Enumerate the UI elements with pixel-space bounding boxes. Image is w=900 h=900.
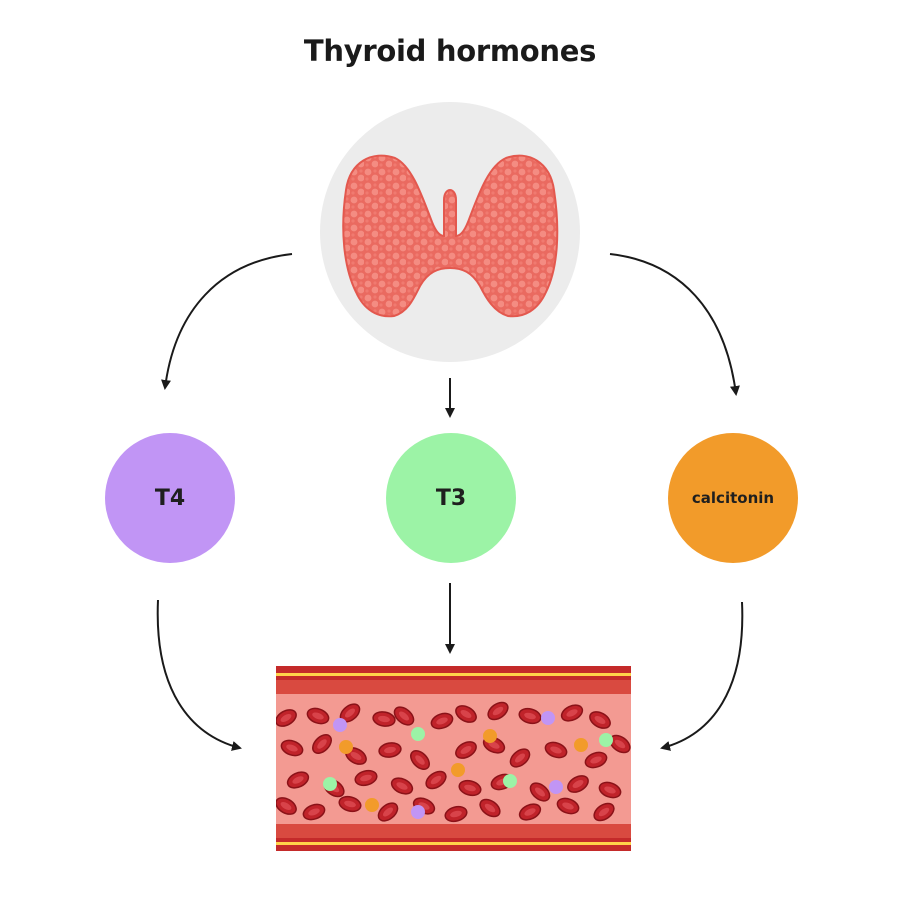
hormone-t4: T4 — [105, 433, 235, 563]
thyroid-gland-icon — [342, 154, 559, 318]
arrow-gland-to-t4 — [161, 253, 293, 390]
red-blood-cell-center — [292, 776, 304, 784]
hormone-calcitonin-label: calcitonin — [691, 489, 775, 507]
hormone-molecule-calcitonin — [483, 729, 497, 743]
red-blood-cell-center — [464, 784, 476, 792]
red-blood-cell-center — [572, 780, 584, 788]
blood-cells — [276, 701, 631, 823]
hormone-molecule-t4 — [333, 718, 347, 732]
red-blood-cell-center — [524, 712, 536, 720]
red-blood-cell-center — [317, 739, 327, 749]
hormone-molecule-calcitonin — [451, 763, 465, 777]
hormone-molecule-t3 — [411, 727, 425, 741]
red-blood-cell-center — [484, 803, 496, 813]
red-blood-cell-center — [384, 746, 396, 754]
red-blood-cell-center — [280, 802, 292, 810]
red-blood-cell-center — [614, 739, 626, 749]
red-blood-cell-center — [383, 807, 393, 817]
red-blood-cell-center — [566, 709, 578, 717]
red-blood-cell-center — [436, 717, 448, 725]
hormone-molecule-t3 — [599, 733, 613, 747]
red-blood-cell-center — [535, 787, 545, 797]
red-blood-cell-center — [280, 714, 292, 722]
thyroid-gland — [320, 102, 580, 362]
red-blood-cell-center — [524, 808, 536, 816]
hormone-t3-label: T3 — [435, 485, 467, 511]
hormone-molecule-t4 — [411, 805, 425, 819]
hormone-molecule-t3 — [503, 774, 517, 788]
red-blood-cell-center — [562, 802, 574, 810]
red-blood-cell-center — [590, 756, 602, 764]
red-blood-cell-center — [308, 808, 320, 816]
red-blood-cell-center — [594, 716, 606, 724]
red-blood-cell-center — [460, 710, 472, 718]
hormone-t4-label: T4 — [154, 485, 186, 511]
red-blood-cell-center — [550, 746, 562, 754]
hormone-molecule-calcitonin — [339, 740, 353, 754]
hormone-t3: T3 — [386, 433, 516, 563]
hormone-molecule-t3 — [323, 777, 337, 791]
red-blood-cell-center — [344, 800, 356, 808]
red-blood-cell-center — [492, 706, 504, 716]
arrow-t4-to-vessel — [156, 599, 242, 751]
red-blood-cell-center — [488, 741, 500, 749]
hormone-calcitonin: calcitonin — [668, 433, 798, 563]
hormone-molecule-calcitonin — [574, 738, 588, 752]
red-blood-cell-center — [598, 807, 610, 817]
red-blood-cell-center — [350, 752, 362, 760]
red-blood-cell-center — [450, 810, 462, 818]
red-blood-cell-center — [312, 712, 324, 720]
red-blood-cell-center — [604, 786, 616, 794]
red-blood-cell-center — [396, 782, 408, 790]
blood-vessel-icon — [276, 666, 631, 851]
red-blood-cell-center — [345, 708, 355, 718]
diagram-title: Thyroid hormones — [303, 34, 597, 68]
red-blood-cell-center — [378, 715, 390, 723]
red-blood-cell-center — [415, 755, 425, 765]
red-blood-cell-center — [515, 753, 525, 763]
red-blood-cell-center — [286, 744, 298, 752]
red-blood-cell-center — [430, 775, 442, 785]
red-blood-cell-center — [360, 774, 372, 782]
arrow-calcitonin-to-vessel — [660, 601, 744, 751]
arrow-gland-to-calcitonin — [609, 253, 740, 396]
hormone-molecule-calcitonin — [365, 798, 379, 812]
hormone-molecule-t4 — [541, 711, 555, 725]
red-blood-cell-center — [399, 711, 409, 721]
red-blood-cell-center — [460, 746, 472, 754]
hormone-molecule-t4 — [549, 780, 563, 794]
